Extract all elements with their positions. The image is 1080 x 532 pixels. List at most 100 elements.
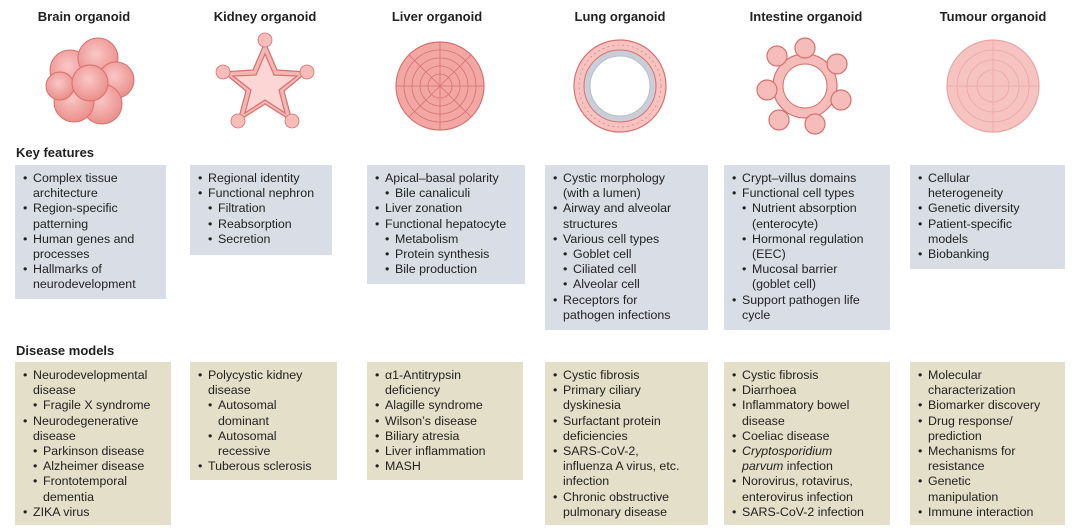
bullet-line: structures — [563, 216, 618, 231]
bullet-line: SARS-CoV-2 infection — [732, 505, 884, 520]
bullet-line: (goblet cell) — [752, 277, 817, 292]
bullet-line: Liver inflammation — [375, 444, 517, 459]
title-liver-organoid: Liver organoid — [391, 9, 483, 24]
bullet-line: dyskinesia — [563, 398, 621, 413]
bullet-line: Polycystic kidney — [198, 368, 331, 383]
bullet-line: Genetic diversity — [918, 201, 1059, 216]
bullet-line: Goblet cell — [553, 247, 702, 262]
bullet-line: (enterocyte) — [752, 216, 819, 231]
bullet-line: Primary ciliary — [553, 383, 702, 398]
disease-models-intestine: Cystic fibrosisDiarrhoeaInflammatory bow… — [724, 362, 890, 525]
key-features-heading: Key features — [16, 145, 95, 160]
bullet-line: Mucosal barrier — [732, 262, 884, 277]
bullet-line: pulmonary disease — [563, 504, 668, 519]
bullet-line: neurodevelopment — [33, 277, 136, 292]
bullet-line: Complex tissue — [23, 171, 160, 186]
bullet-line: α1-Antitrypsin — [375, 368, 517, 383]
key-features-lung: Cystic morphology(with a lumen)Airway an… — [545, 165, 708, 330]
bullet-line: Neurodegenerative — [23, 414, 165, 429]
key-features-intestine: Crypt–villus domainsFunctional cell type… — [724, 165, 890, 330]
bullet-line: Coeliac disease — [732, 429, 884, 444]
bullet-line: Wilson’s disease — [375, 414, 517, 429]
liver-organoid-icon — [390, 28, 490, 138]
bullet-line: Neurodevelopmental — [23, 368, 165, 383]
bullet-line: disease — [33, 383, 76, 398]
key-features-kidney: Regional identityFunctional nephronFiltr… — [190, 165, 332, 255]
bullet-line: SARS-CoV-2, — [553, 444, 702, 459]
title-lung-organoid: Lung organoid — [574, 9, 666, 24]
bullet-line: cycle — [742, 307, 771, 322]
bullet-line: Nutrient absorption — [732, 201, 884, 216]
bullet-line: heterogeneity — [928, 186, 1004, 201]
bullet-line: manipulation — [928, 489, 999, 504]
bullet-line: Various cell types — [553, 232, 702, 247]
bullet-line: enterovirus infection — [742, 489, 853, 504]
bullet-line: Cystic fibrosis — [553, 368, 702, 383]
intestine-organoid-icon — [755, 28, 855, 138]
bullet-line: Functional hepatocyte — [375, 217, 519, 232]
bullet-line: Drug response/ — [918, 414, 1059, 429]
bullet-line: dementia — [43, 489, 94, 504]
key-features-tumour: CellularheterogeneityGenetic diversityPa… — [910, 165, 1065, 269]
bullet-line: Surfactant protein — [553, 414, 702, 429]
bullet-line: Chronic obstructive — [553, 490, 702, 505]
bullet-line: characterization — [928, 383, 1016, 398]
bullet-line: Biobanking — [918, 247, 1059, 262]
bullet-line: Protein synthesis — [375, 247, 519, 262]
bullet-line: Patient-specific — [918, 217, 1059, 232]
bullet-line: recessive — [218, 444, 271, 459]
bullet-line: disease — [742, 413, 785, 428]
bullet-line: Cystic fibrosis — [732, 368, 884, 383]
title-intestine-organoid: Intestine organoid — [749, 9, 863, 24]
bullet-line: prediction — [928, 428, 982, 443]
kidney-organoid-icon — [215, 28, 315, 138]
bullet-line: Alveolar cell — [553, 277, 702, 292]
bullet-line: influenza A virus, etc. — [563, 459, 680, 474]
bullet-line: Secretion — [198, 232, 326, 247]
bullet-line: Biliary atresia — [375, 429, 517, 444]
bullet-line: Apical–basal polarity — [375, 171, 519, 186]
key-features-brain: Complex tissuearchitectureRegion-specifi… — [15, 165, 166, 299]
bullet-line: Liver zonation — [375, 201, 519, 216]
bullet-line: Functional nephron — [198, 186, 326, 201]
bullet-line: Cryptosporidium — [732, 444, 884, 459]
bullet-line: parvum infection — [742, 459, 833, 474]
bullet-line: Hallmarks of — [23, 262, 160, 277]
bullet-line: infection — [563, 474, 610, 489]
bullet-line: patterning — [33, 216, 89, 231]
bullet-line: Receptors for — [553, 293, 702, 308]
title-kidney-organoid: Kidney organoid — [213, 9, 317, 24]
disease-models-liver: α1-AntitrypsindeficiencyAlagille syndrom… — [367, 362, 523, 480]
bullet-line: Inflammatory bowel — [732, 398, 884, 413]
bullet-line: Genetic — [918, 474, 1059, 489]
bullet-line: deficiency — [385, 383, 441, 398]
tumour-organoid-icon — [943, 28, 1043, 138]
disease-models-tumour: MolecularcharacterizationBiomarker disco… — [910, 362, 1065, 525]
lung-organoid-icon — [570, 28, 670, 138]
bullet-line: (EEC) — [752, 247, 786, 262]
bullet-line: Cellular — [918, 171, 1059, 186]
bullet-line: Immune interaction — [918, 505, 1059, 520]
bullet-line: Bile production — [375, 262, 519, 277]
bullet-line: Cystic morphology — [553, 171, 702, 186]
bullet-line: pathogen infections — [563, 307, 671, 322]
title-tumour-organoid: Tumour organoid — [939, 9, 1047, 24]
bullet-line: Autosomal — [198, 429, 331, 444]
bullet-line: Autosomal — [198, 398, 331, 413]
bullet-line: Region-specific — [23, 201, 160, 216]
bullet-line: Frontotemporal — [23, 474, 165, 489]
bullet-line: (with a lumen) — [563, 186, 641, 201]
bullet-line: disease — [208, 383, 251, 398]
bullet-line: Bile canaliculi — [375, 186, 519, 201]
bullet-line: Support pathogen life — [732, 293, 884, 308]
disease-models-heading: Disease models — [16, 343, 115, 358]
bullet-line: Tuberous sclerosis — [198, 459, 331, 474]
bullet-line: Alagille syndrome — [375, 398, 517, 413]
bullet-line: models — [928, 231, 968, 246]
bullet-line: Ciliated cell — [553, 262, 702, 277]
bullet-line: Molecular — [918, 368, 1059, 383]
bullet-line: deficiencies — [563, 428, 628, 443]
bullet-line: Airway and alveolar — [553, 201, 702, 216]
bullet-line: Norovirus, rotavirus, — [732, 474, 884, 489]
bullet-line: Reabsorption — [198, 217, 326, 232]
